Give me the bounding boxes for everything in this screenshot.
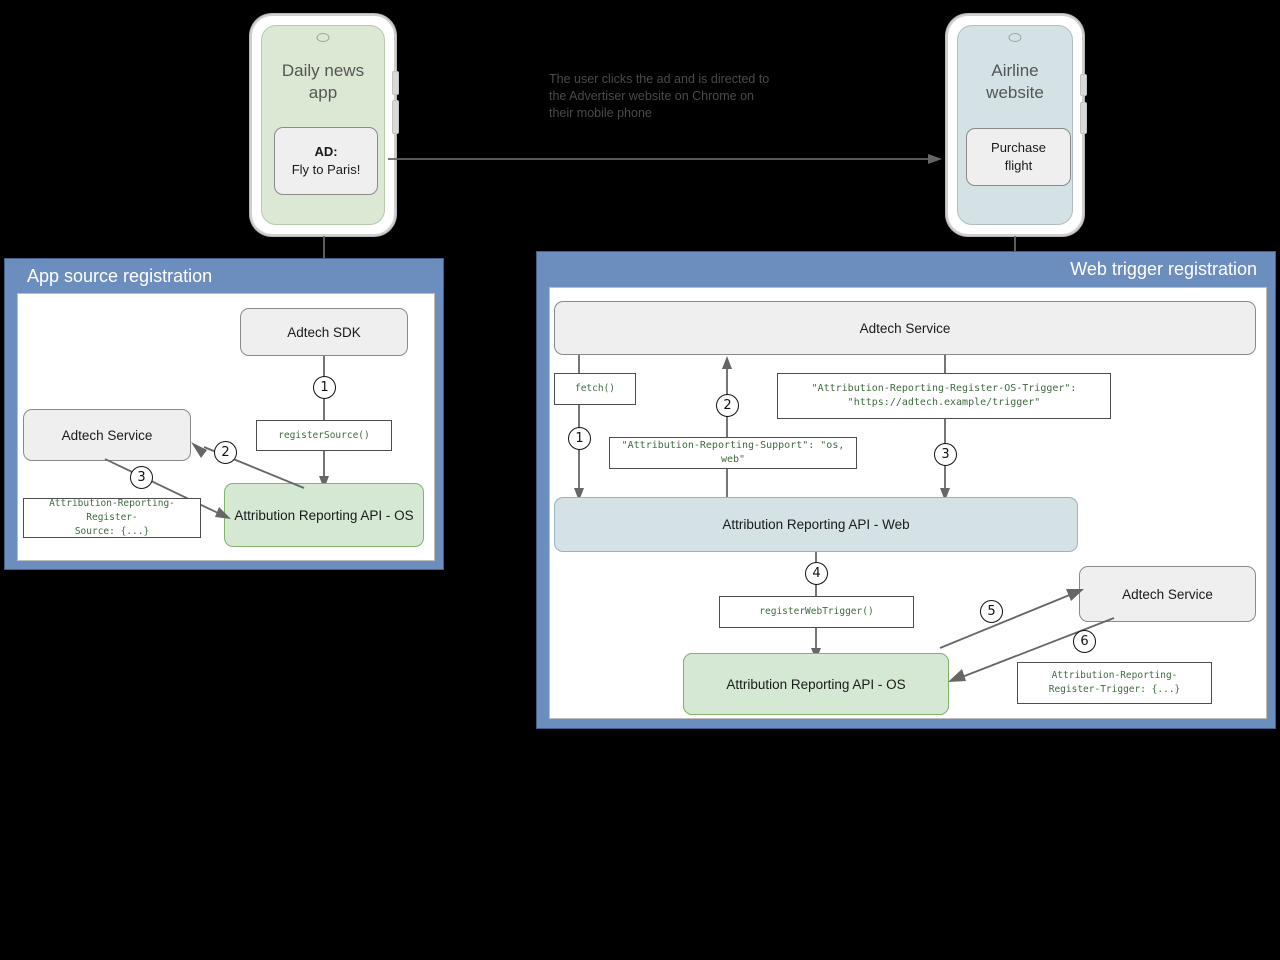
right-adtech-service-bottom-node[interactable]: Adtech Service (1079, 566, 1256, 622)
right-ar-api-web-label: Attribution Reporting API - Web (722, 517, 910, 532)
flow-annotation-line3: their mobile phone (549, 105, 652, 120)
register-trigger-header-codebox: Attribution-Reporting- Register-Trigger:… (1017, 662, 1212, 704)
left-step-badge-2: 2 (214, 441, 237, 464)
right-step-badge-1-number: 1 (575, 431, 584, 446)
left-phone: Daily news app AD: Fly to Paris! (250, 14, 399, 236)
left-step-badge-2-number: 2 (221, 445, 230, 460)
left-step-badge-3: 3 (130, 466, 153, 489)
right-adtech-service-top-label: Adtech Service (859, 320, 951, 336)
register-source-header-line1: Attribution-Reporting-Register- (49, 498, 175, 524)
attribution-support-header-codebox: "Attribution-Reporting-Support": "os, we… (609, 437, 857, 469)
left-phone-camera-notch-icon (316, 33, 330, 42)
left-adtech-sdk-label: Adtech SDK (287, 324, 361, 340)
left-adtech-service-node[interactable]: Adtech Service (23, 409, 191, 461)
right-ar-api-os-node[interactable]: Attribution Reporting API - OS (683, 653, 949, 715)
left-adtech-service-label: Adtech Service (61, 427, 153, 443)
left-phone-app-title: Daily news app (282, 60, 364, 104)
web-trigger-registration-title: Web trigger registration (1070, 259, 1257, 279)
right-phone-site-title: Airline website (986, 60, 1044, 104)
register-source-code-text: registerSource() (278, 429, 370, 441)
right-phone-screen: Airline website (957, 25, 1073, 225)
os-trigger-header-line1: "Attribution-Reporting-Register-OS-Trigg… (811, 382, 1077, 394)
register-web-trigger-codebox: registerWebTrigger() (719, 596, 914, 628)
right-phone-camera-notch-icon (1008, 33, 1022, 42)
register-source-codebox: registerSource() (256, 420, 392, 451)
ad-click-arrow (388, 154, 942, 164)
left-ar-api-os-label: Attribution Reporting API - OS (234, 507, 414, 523)
right-phone-side-button-2 (1080, 102, 1087, 134)
os-trigger-header-codebox: "Attribution-Reporting-Register-OS-Trigg… (777, 373, 1111, 419)
fetch-codebox: fetch() (554, 373, 636, 405)
purchase-flight-label-line1: Purchase (991, 140, 1046, 156)
register-source-header-line2: Source: {...} (74, 525, 150, 537)
right-phone-title-line1: Airline (991, 61, 1039, 80)
right-phone-title-line2: website (986, 82, 1044, 102)
ad-card-label: AD: (314, 144, 338, 160)
right-step-badge-2: 2 (716, 394, 739, 417)
attribution-support-header-text: "Attribution-Reporting-Support": "os, we… (621, 439, 845, 466)
left-adtech-sdk-node[interactable]: Adtech SDK (240, 308, 408, 356)
right-step-badge-6-number: 6 (1080, 634, 1089, 649)
right-adtech-service-bottom-label: Adtech Service (1122, 586, 1213, 602)
right-step-badge-2-number: 2 (723, 398, 732, 413)
app-source-registration-title: App source registration (27, 266, 213, 286)
register-trigger-header-line1: Attribution-Reporting- (1051, 670, 1178, 682)
right-step-badge-3: 3 (934, 443, 957, 466)
left-step-badge-3-number: 3 (137, 470, 146, 485)
purchase-flight-label-line2: flight (1004, 158, 1033, 173)
right-ar-api-os-label: Attribution Reporting API - OS (726, 676, 906, 692)
right-step-badge-3-number: 3 (941, 447, 950, 462)
ad-card[interactable]: AD: Fly to Paris! (274, 127, 378, 195)
left-phone-screen: Daily news app (261, 25, 385, 225)
left-step-badge-1-number: 1 (320, 380, 329, 395)
os-trigger-header-line2: "https://adtech.example/trigger" (847, 397, 1041, 408)
fetch-code-text: fetch() (574, 383, 616, 395)
right-step-badge-5-number: 5 (987, 604, 996, 619)
left-phone-side-button-1 (392, 71, 399, 95)
left-phone-side-button-2 (392, 100, 399, 134)
right-phone-side-button-1 (1080, 74, 1087, 96)
left-phone-app-title-line2: app (308, 82, 338, 102)
flow-annotation-note: The user clicks the ad and is directed t… (549, 71, 809, 122)
flow-annotation-line2: the Advertiser website on Chrome on (549, 88, 754, 103)
right-step-badge-1: 1 (568, 427, 591, 450)
purchase-flight-button[interactable]: Purchase flight (966, 128, 1071, 186)
right-step-badge-4-number: 4 (812, 566, 821, 581)
register-source-header-codebox: Attribution-Reporting-Register- Source: … (23, 498, 201, 538)
register-trigger-header-line2: Register-Trigger: {...} (1048, 684, 1181, 695)
ad-card-text: Fly to Paris! (291, 162, 361, 177)
left-step-badge-1: 1 (313, 376, 336, 399)
right-step-badge-5: 5 (980, 600, 1003, 623)
right-phone: Airline website Purchase flight (946, 14, 1087, 236)
right-adtech-service-top-node[interactable]: Adtech Service (554, 301, 1256, 355)
right-ar-api-web-node[interactable]: Attribution Reporting API - Web (554, 497, 1078, 552)
flow-annotation-line1: The user clicks the ad and is directed t… (549, 72, 770, 86)
register-web-trigger-code-text: registerWebTrigger() (759, 606, 874, 618)
right-step-badge-6: 6 (1073, 630, 1096, 653)
left-ar-api-os-node[interactable]: Attribution Reporting API - OS (224, 483, 424, 547)
left-phone-app-title-line1: Daily news (281, 61, 365, 80)
right-step-badge-4: 4 (805, 562, 828, 585)
